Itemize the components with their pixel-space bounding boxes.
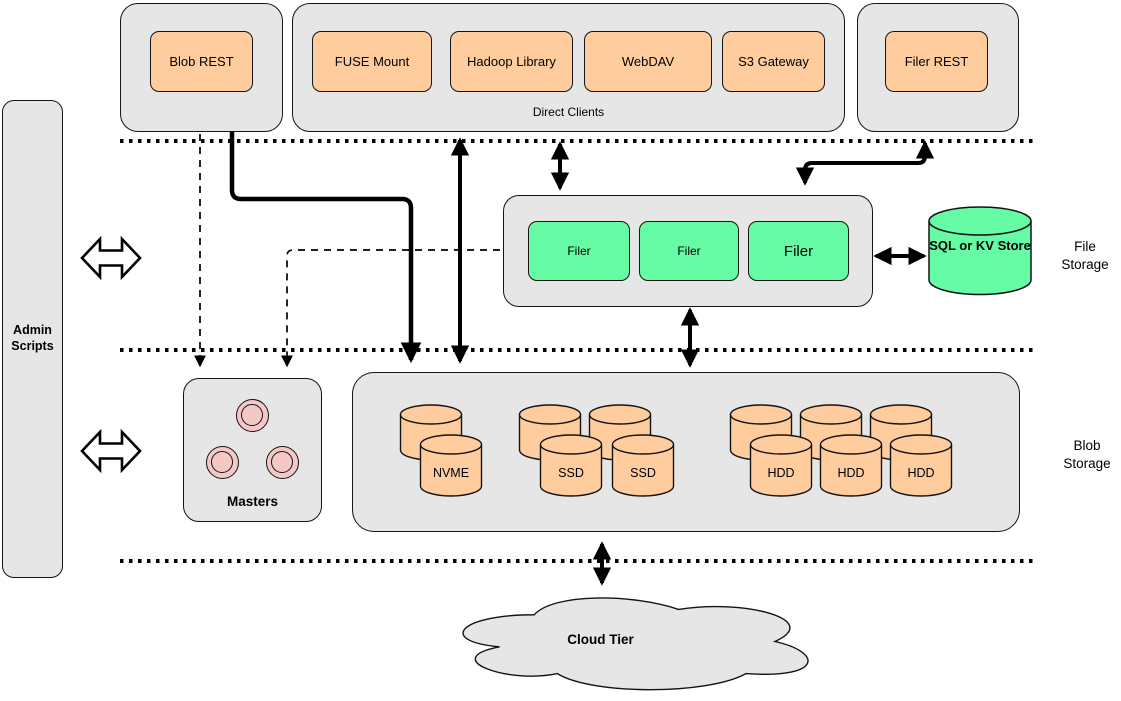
file-storage-section-label: File Storage — [1061, 239, 1109, 273]
direct-clients-group: FUSE Mount Hadoop Library WebDAV S3 Gate… — [292, 3, 845, 132]
filer-group: Filer Filer Filer — [503, 195, 873, 307]
admin-scripts-panel: Admin Scripts — [2, 100, 63, 578]
blob-rest-group: Blob REST — [120, 3, 283, 132]
client-node-hadoop-library: Hadoop Library — [450, 31, 573, 92]
arrow-blobrest-to-volumes — [229, 130, 422, 364]
hdd-label-2: HDD — [837, 466, 865, 480]
volume-cylinder-ssd-2 — [611, 434, 675, 497]
volume-cylinder-nvme — [419, 434, 483, 497]
fuse-mount-label: FUSE Mount — [334, 54, 410, 69]
masters-group: Masters — [183, 378, 322, 522]
blob-rest-node: Blob REST — [150, 31, 253, 92]
volume-cylinder-hdd-1 — [749, 434, 813, 497]
hdd-label-1: HDD — [767, 466, 795, 480]
hdd-label-3: HDD — [907, 466, 935, 480]
admin-scripts-label: Admin Scripts — [11, 323, 54, 353]
sql-kv-store-label: SQL or KV Store — [929, 238, 1031, 253]
filer-rest-node: Filer REST — [885, 31, 988, 92]
filer-node-3: Filer — [748, 221, 849, 281]
webdav-label: WebDAV — [621, 54, 675, 69]
filer-rest-group: Filer REST — [857, 3, 1019, 132]
dashed-arrow-filers-to-masters — [281, 249, 500, 368]
sql-kv-store-cylinder — [928, 206, 1032, 296]
master-node-2 — [206, 446, 239, 479]
arrow-filerrest-filers-bidirectional — [795, 140, 935, 186]
hadoop-library-label: Hadoop Library — [467, 54, 556, 69]
blob-storage-section-label: Blob Storage — [1063, 438, 1111, 472]
cloud-tier-label: Cloud Tier — [567, 632, 634, 647]
nvme-label: NVME — [432, 466, 470, 480]
admin-filestorage-doublearrow-icon — [80, 235, 142, 281]
client-node-fuse-mount: FUSE Mount — [312, 31, 432, 92]
direct-clients-label: Direct Clients — [532, 105, 605, 119]
filer-label-2: Filer — [677, 244, 701, 258]
s3-gateway-label: S3 Gateway — [738, 54, 809, 69]
volume-cylinder-hdd-3 — [889, 434, 953, 497]
cloud-tier-shape — [462, 597, 809, 691]
filer-node-1: Filer — [528, 221, 630, 281]
master-node-1 — [236, 399, 269, 432]
ssd-label-1: SSD — [558, 466, 584, 480]
filer-node-2: Filer — [639, 221, 739, 281]
volume-cylinder-ssd-1 — [539, 434, 603, 497]
blob-rest-label: Blob REST — [169, 54, 234, 69]
client-node-s3-gateway: S3 Gateway — [722, 31, 825, 92]
filer-label-3: Filer — [783, 242, 814, 260]
masters-label: Masters — [226, 494, 279, 509]
client-node-webdav: WebDAV — [584, 31, 712, 92]
master-node-3 — [266, 446, 299, 479]
ssd-label-2: SSD — [630, 466, 656, 480]
admin-blobstorage-doublearrow-icon — [80, 428, 142, 474]
filer-rest-label: Filer REST — [904, 54, 969, 69]
filer-label-1: Filer — [567, 244, 591, 258]
volume-cylinder-hdd-2 — [819, 434, 883, 497]
